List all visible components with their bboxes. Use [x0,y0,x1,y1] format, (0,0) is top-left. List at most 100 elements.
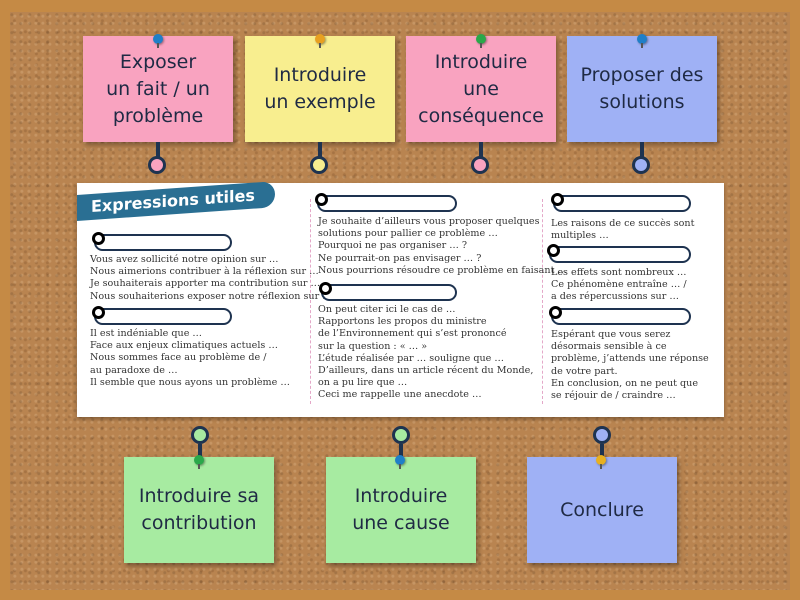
drag-handle[interactable] [471,156,489,174]
card-line: conséquence [418,104,544,127]
drop-zone[interactable] [319,282,457,301]
target-dot [315,193,328,206]
card-introduire-une-consequence[interactable]: Introduire une conséquence [406,36,556,142]
expression-line: désormais sensible à ce [551,341,667,353]
expression-line: de votre part. [551,365,618,377]
card-introduire-une-cause[interactable]: Introduire une cause [326,457,476,563]
card-exposer-un-fait[interactable]: Exposer un fait / un problème [83,36,233,142]
card-line: Conclure [560,498,644,521]
card-introduire-un-exemple[interactable]: Introduire un exemple [245,36,395,142]
expression-line: Pourquoi ne pas organiser … ? [318,240,468,252]
connector-line [399,444,403,458]
expression-line: Espérant que vous serez [551,329,671,340]
card-line: Introduire [273,64,367,86]
card-line: Introduire sa [138,485,260,507]
expression-group: Vous avez sollicité notre opinion sur … … [90,254,332,303]
expression-line: se réjouir de / craindre … [551,390,676,402]
drop-zone[interactable] [549,306,691,325]
card-line: Introduire [354,485,448,507]
pushpin-icon [395,455,405,469]
document-title: Expressions utiles [77,181,275,221]
expression-line: Je souhaiterais apporter ma contribution… [90,278,321,290]
connector-line [600,444,604,458]
pushpin-icon [194,455,204,469]
drop-zone[interactable] [551,193,691,212]
connector-line [318,142,322,158]
target-dot [92,232,105,245]
expression-line: Vous avez sollicité notre opinion sur … [90,254,279,265]
drag-handle[interactable] [632,156,650,174]
card-line: contribution [141,512,257,534]
drag-handle[interactable] [191,426,209,444]
card-proposer-des-solutions[interactable]: Proposer des solutions [567,36,717,142]
pushpin-icon [153,34,163,48]
drop-zone[interactable] [315,193,457,212]
card-line: problème [112,104,204,127]
expression-line: on a pu lire que … [318,377,408,389]
pushpin-icon [476,34,486,48]
target-dot [549,306,562,319]
expression-line: Rapportons les propos du ministre [318,316,487,328]
drop-zone[interactable] [92,232,232,251]
expression-line: Nous sommes face au problème de / [90,352,267,364]
expression-line: de l’Environnement qui s’est prononcé [318,328,507,340]
expression-group: Les effets sont nombreux … Ce phénomène … [551,267,687,304]
expressions-document: Expressions utiles Vous avez sollicité n… [77,181,724,417]
drag-handle[interactable] [593,426,611,444]
card-line: solutions [599,91,685,113]
expression-line: Les effets sont nombreux … [551,267,687,278]
expression-line: Ceci me rappelle une anecdote … [318,389,482,401]
expression-line: au paradoxe de … [90,364,178,376]
card-introduire-sa-contribution[interactable]: Introduire sa contribution [124,457,274,563]
expression-group: Je souhaite d’ailleurs vous proposer que… [318,216,567,277]
card-line: une [463,77,499,100]
card-line: une cause [352,512,450,534]
card-conclure[interactable]: Conclure [527,457,677,563]
expression-line: Nous pourrions résoudre ce problème en f… [318,264,568,276]
pushpin-icon [596,455,606,469]
connector-line [640,142,644,158]
pushpin-icon [315,34,325,48]
expression-line: sur la question : « … » [318,340,428,352]
card-line: Exposer [119,50,197,73]
expression-group: Il est indéniable que … Face aux enjeux … [90,328,290,389]
card-line: un exemple [264,91,376,113]
drag-handle[interactable] [310,156,328,174]
expression-line: Ne pourrait-on pas envisager … ? [318,252,482,264]
expression-line: Les raisons de ce succès sont [551,218,695,229]
column-divider [542,199,543,404]
expression-group: Les raisons de ce succès sont multiples … [551,218,694,242]
expression-line: En conclusion, on ne peut que [551,377,699,389]
card-line: Introduire [434,50,528,73]
card-line: Proposer des [580,64,704,86]
pushpin-icon [637,34,647,48]
drop-zone[interactable] [547,244,691,263]
drop-zone[interactable] [92,306,232,325]
expression-line: Je souhaite d’ailleurs vous proposer que… [318,216,540,227]
drag-handle[interactable] [392,426,410,444]
expression-line: Face aux enjeux climatiques actuels … [90,340,278,352]
expression-line: Ce phénomène entraîne … / [551,279,687,291]
expression-line: Nous aimerions contribuer à la réflexion… [90,266,319,278]
expression-line: solutions pour pallier ce problème … [318,228,498,240]
connector-line [156,142,160,158]
expression-line: multiples … [551,230,609,242]
target-dot [551,193,564,206]
target-dot [92,306,105,319]
expression-line: Nous souhaiterions exposer notre réflexi… [90,290,332,302]
expression-group: On peut citer ici le cas de … Rapportons… [318,304,533,402]
expression-line: a des répercussions sur … [551,291,679,303]
connector-line [198,444,202,458]
target-dot [319,282,332,295]
target-dot [547,244,560,257]
expression-line: On peut citer ici le cas de … [318,304,456,315]
drag-handle[interactable] [148,156,166,174]
expression-group: Espérant que vous serez désormais sensib… [551,329,709,402]
expression-line: problème, j’attends une réponse [551,353,709,365]
expression-line: Il semble que nous ayons un problème … [90,376,290,388]
column-divider [310,199,311,404]
expression-line: D’ailleurs, dans un article récent du Mo… [318,365,534,377]
expression-line: L’étude réalisée par … souligne que … [318,352,504,364]
connector-line [479,142,483,158]
expression-line: Il est indéniable que … [90,328,203,339]
